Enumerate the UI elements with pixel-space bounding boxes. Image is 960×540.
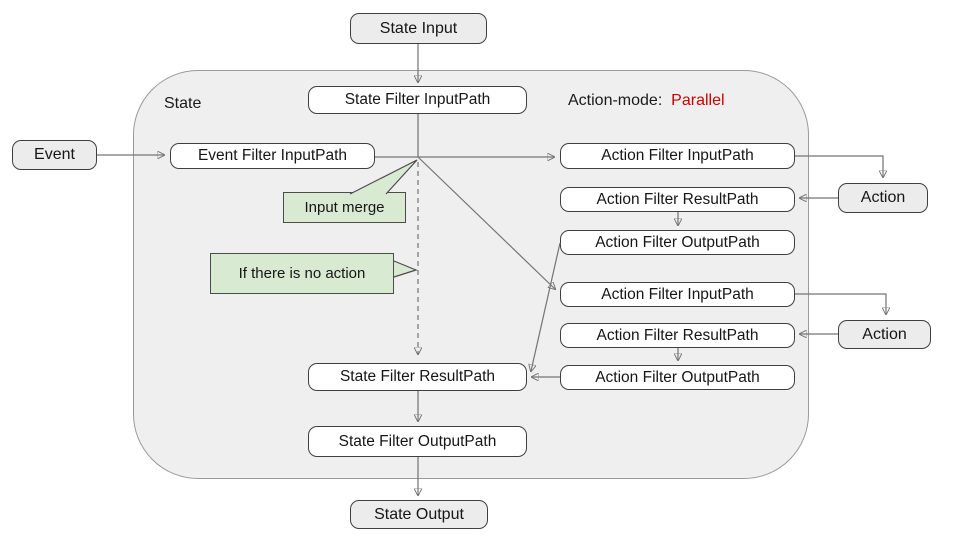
node-state-filter-resultpath: State Filter ResultPath: [308, 363, 527, 391]
state-container-label: State: [164, 95, 202, 112]
node-action-filter-outputpath-2: Action Filter OutputPath: [560, 365, 795, 390]
node-action-1: Action: [838, 183, 928, 213]
node-action-filter-resultpath-2: Action Filter ResultPath: [560, 323, 795, 348]
action-mode-label: Action-mode: Parallel: [568, 92, 725, 110]
action-mode-key: Action-mode:: [568, 92, 667, 109]
action-mode-value: Parallel: [671, 92, 725, 109]
callout-input-merge: Input merge: [283, 192, 406, 223]
node-action-filter-outputpath-1: Action Filter OutputPath: [560, 230, 795, 255]
node-state-filter-inputpath: State Filter InputPath: [308, 86, 527, 114]
node-action-2: Action: [838, 320, 931, 349]
callout-if-no-action: If there is no action: [210, 253, 394, 294]
node-event-filter-inputpath: Event Filter InputPath: [170, 143, 375, 169]
node-action-filter-inputpath-1: Action Filter InputPath: [560, 143, 795, 169]
node-state-filter-outputpath: State Filter OutputPath: [308, 426, 527, 457]
node-state-output: State Output: [350, 500, 488, 529]
node-state-input: State Input: [350, 13, 487, 44]
node-event: Event: [12, 140, 97, 170]
node-action-filter-inputpath-2: Action Filter InputPath: [560, 282, 795, 307]
node-action-filter-resultpath-1: Action Filter ResultPath: [560, 187, 795, 212]
